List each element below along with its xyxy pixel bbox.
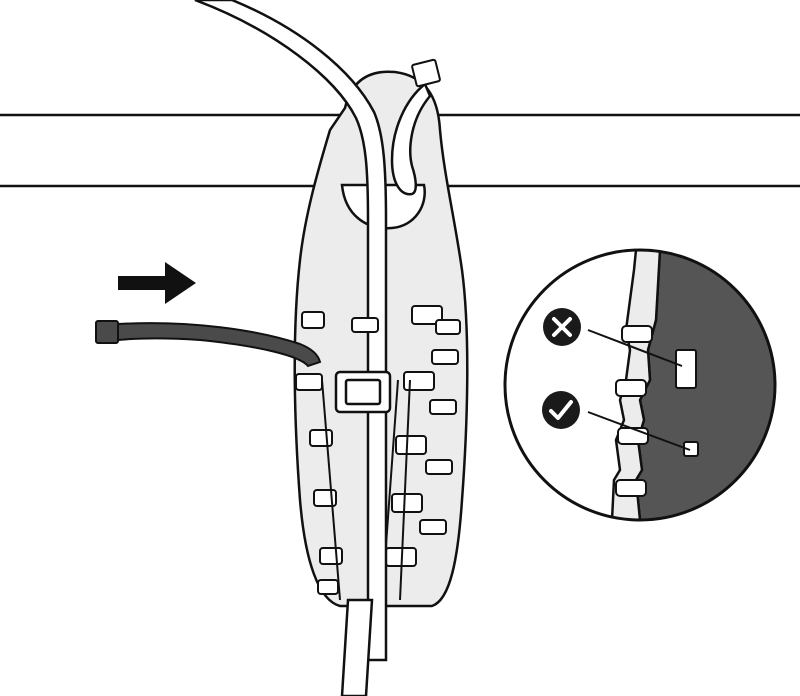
tie-buckle (334, 370, 392, 414)
cross-icon (552, 317, 572, 337)
incorrect-badge (543, 308, 581, 346)
tube-clip (351, 317, 379, 333)
cable-tie-lock (411, 58, 441, 88)
cable-tie-head (95, 320, 119, 344)
detail-notches (615, 325, 653, 497)
detail-slots (675, 349, 699, 457)
check-icon (549, 400, 573, 420)
tube (194, 0, 388, 696)
pointer-wrong (587, 329, 683, 367)
right-ribs (385, 305, 461, 567)
loose-cable-tie (95, 320, 322, 368)
correct-badge (542, 391, 580, 429)
cable-tie-loop (390, 58, 441, 196)
pointer-right (587, 411, 691, 451)
detail-view (503, 248, 777, 522)
arrow-right-icon (118, 262, 196, 304)
